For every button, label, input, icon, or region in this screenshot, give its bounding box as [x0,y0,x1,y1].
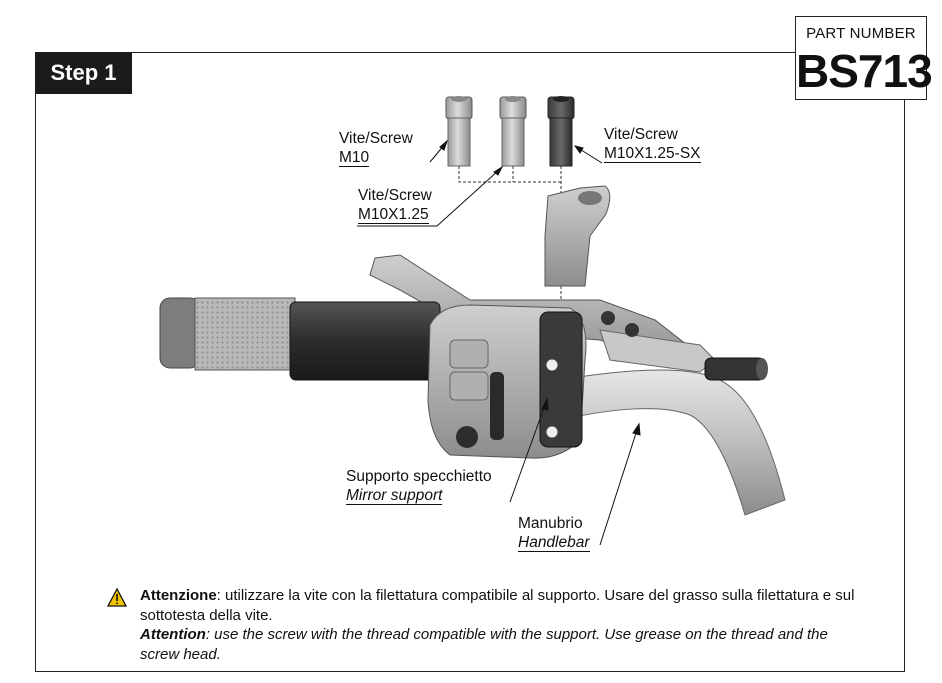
callout-screw-m10x125-line2: M10X1.25 [358,206,429,224]
part-number-code: BS713 [796,45,933,97]
callout-screw-m10-line2: M10 [339,149,370,167]
note-it-text: : utilizzare la vite con la filettatura … [140,587,855,624]
callout-mirror-support: Supporto specchietto Mirror support [346,467,492,505]
part-number-label: PART NUMBER [806,25,916,42]
note-en-text: : use the screw with the thread compatib… [140,626,828,663]
callout-screw-m10-line1: Vite/Screw [339,130,413,147]
callout-mirror-support-line2: Mirror support [346,487,443,505]
note-en-label: Attention [140,626,206,643]
callout-screw-sx-line1: Vite/Screw [604,126,678,143]
attention-note: Attenzione: utilizzare la vite con la fi… [140,586,870,664]
instruction-frame [35,52,905,672]
callout-screw-sx: Vite/Screw M10X1.25-SX [604,125,701,163]
callout-handlebar-line2: Handlebar [518,534,590,552]
screw-sx-icon [547,96,575,167]
screw-m10x125-icon [499,96,527,167]
part-number-box: PART NUMBER BS713 [795,16,933,100]
step-tab: Step 1 [35,52,132,94]
callout-screw-m10: Vite/Screw M10 [339,129,413,167]
callout-mirror-support-line1: Supporto specchietto [346,468,492,485]
callout-screw-m10x125: Vite/Screw M10X1.25 [358,186,432,224]
callout-handlebar: Manubrio Handlebar [518,514,590,552]
note-english: Attention: use the screw with the thread… [140,625,870,664]
note-italian: Attenzione: utilizzare la vite con la fi… [140,586,870,625]
callout-screw-m10x125-line1: Vite/Screw [358,187,432,204]
step-label: Step 1 [50,60,117,85]
handlebar-icon [559,369,786,516]
mirror-support-icon [544,185,611,287]
callout-screw-sx-line2: M10X1.25-SX [604,145,701,163]
note-it-label: Attenzione [140,587,217,604]
warning-triangle-icon [106,587,128,607]
screw-m10-icon [445,96,473,167]
callout-handlebar-line1: Manubrio [518,515,583,532]
